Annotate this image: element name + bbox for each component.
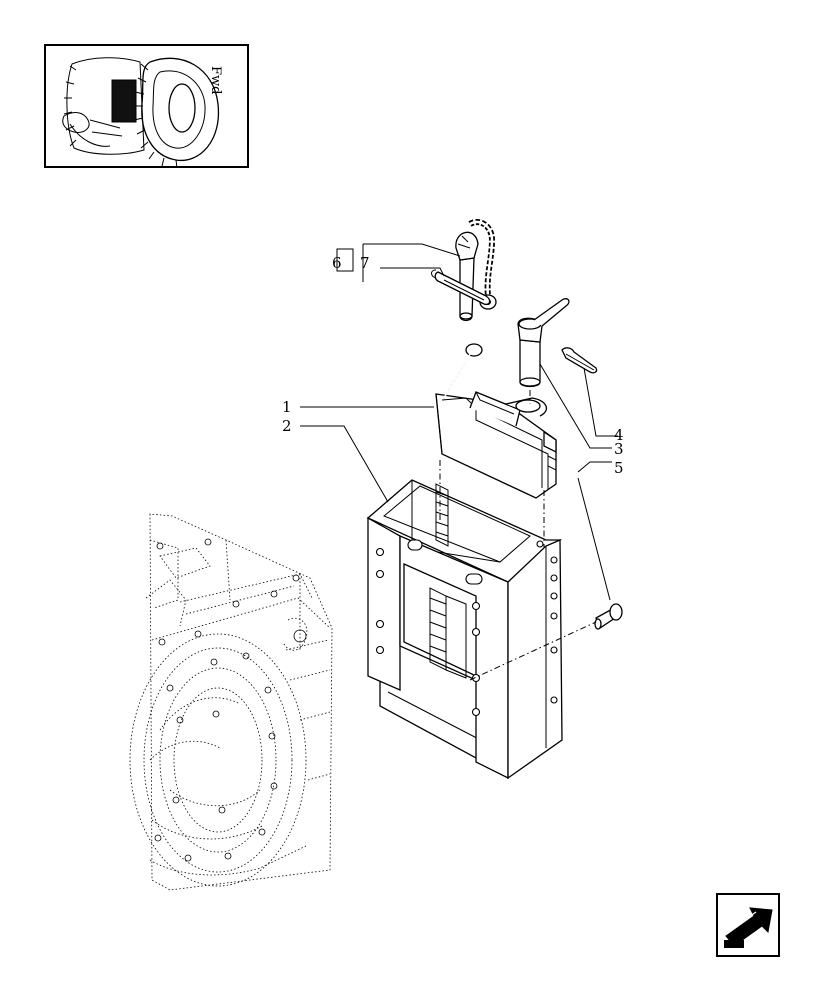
part-3-lever-pin — [517, 298, 570, 388]
assembly-lines — [439, 390, 597, 681]
callout-3: 3 — [614, 440, 624, 458]
rack-teeth — [429, 483, 467, 679]
rear-housing-outline — [129, 513, 333, 891]
next-page-arrow-icon[interactable] — [716, 893, 780, 957]
callout-1: 1 — [282, 398, 292, 416]
thumbnail-direction-label: Fwd — [208, 66, 223, 94]
tractor-tyre-sketch — [133, 57, 220, 169]
frame-holes — [375, 540, 558, 717]
highlight-block — [111, 79, 137, 123]
callout-labels: 1 2 3 4 5 6 7 — [282, 254, 624, 477]
callout-7: 7 — [360, 254, 370, 272]
part-5-bolt — [594, 603, 623, 630]
part-2-guide-frame — [366, 479, 563, 780]
callout-2: 2 — [282, 417, 292, 435]
callout-4: 4 — [614, 426, 624, 444]
part-4-spring-clip — [561, 347, 598, 374]
tractor-rear-sketch — [62, 57, 145, 155]
callout-5: 5 — [614, 459, 624, 477]
callout-6: 6 — [332, 254, 342, 272]
retaining-chain — [443, 343, 483, 399]
part-6-7-pin-assembly — [431, 219, 497, 322]
part-1-hook-block — [435, 343, 557, 499]
leader-lines — [300, 243, 618, 601]
location-thumbnail: Fwd — [44, 44, 249, 169]
